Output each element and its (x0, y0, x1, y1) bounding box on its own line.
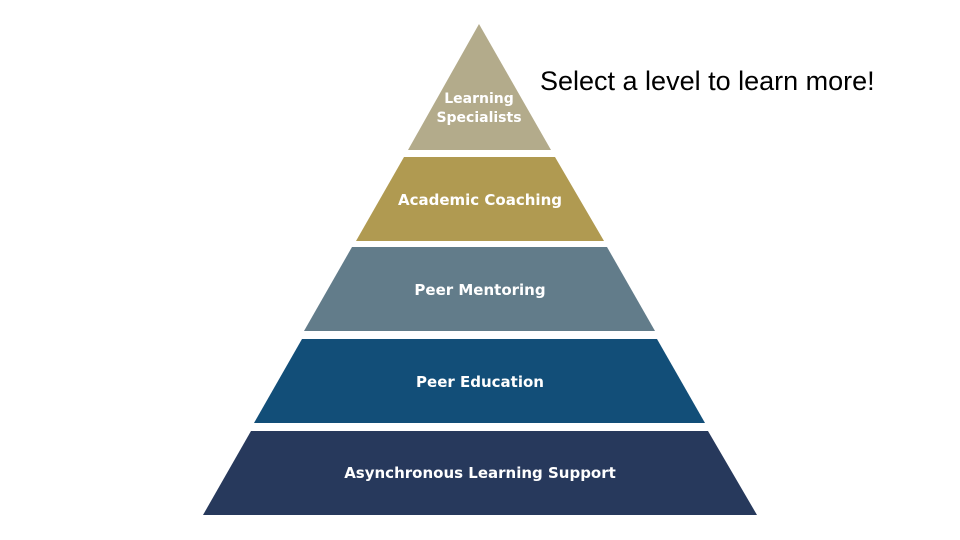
level-shape[interactable] (254, 339, 705, 423)
level-label: Peer Mentoring (414, 281, 545, 299)
level-learning-specialists[interactable]: Learning Specialists (408, 24, 551, 150)
level-asynchronous-learning-support[interactable]: Asynchronous Learning Support (203, 431, 757, 515)
level-shape[interactable] (408, 24, 551, 150)
level-label: Asynchronous Learning Support (344, 464, 616, 482)
level-label-line-2: Specialists (436, 110, 521, 126)
level-peer-mentoring[interactable]: Peer Mentoring (304, 247, 655, 331)
level-label: Peer Education (416, 373, 544, 391)
level-shape[interactable] (356, 157, 604, 241)
level-label: Academic Coaching (398, 191, 562, 209)
instruction-text: Select a level to learn more! (540, 66, 875, 96)
level-label-line-1: Learning (444, 91, 514, 107)
level-academic-coaching[interactable]: Academic Coaching (356, 157, 604, 241)
level-peer-education[interactable]: Peer Education (254, 339, 705, 423)
level-shape[interactable] (203, 431, 757, 515)
level-shape[interactable] (304, 247, 655, 331)
